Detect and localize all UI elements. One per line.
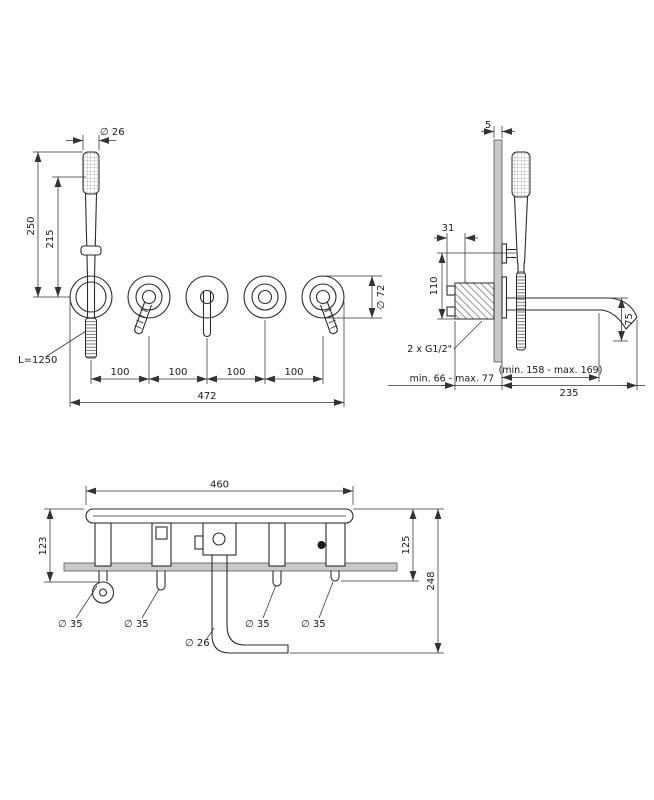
dim-offset-depth: 31 [442, 223, 455, 234]
dim-valve-diameter-4: ∅ 35 [301, 619, 326, 630]
dim-plate-thickness: 5 [485, 120, 491, 131]
dim-height-spacing: 110 [429, 276, 440, 295]
dim-depth-total: 248 [426, 571, 437, 590]
dim-rosette-diameter: ∅ 72 [376, 285, 387, 310]
wall-section [493, 139, 503, 363]
dim-height-holder: 215 [45, 229, 56, 248]
dim-spacing-1: 100 [110, 367, 129, 378]
hand-shower-head [82, 151, 100, 195]
valve-body-1 [94, 522, 112, 567]
valve-body-3 [268, 522, 286, 567]
hand-shower-front [80, 151, 102, 359]
front-view-dimensions: ∅ 26 250 215 ∅ 72 100 100 100 100 472 L=… [18, 127, 387, 407]
wall-plan-section [63, 562, 398, 572]
front-view: ∅ 26 250 215 ∅ 72 100 100 100 100 472 L=… [18, 127, 387, 407]
supply-stub-bottom [446, 306, 456, 317]
concealed-valve-body [454, 282, 495, 320]
note-hose-length: L=1250 [18, 355, 57, 366]
rosette-shower-holder [69, 275, 113, 319]
holder-stem [98, 570, 108, 582]
dim-reach-range: (min. 158 - max. 169) [499, 365, 603, 376]
dim-spout-drop: 75 [624, 313, 635, 326]
spout-pipe-plan [211, 554, 289, 654]
spout-valve-body [202, 522, 237, 556]
holder-rosette-edge [501, 243, 508, 264]
rosette-handle-right [301, 275, 345, 335]
tub-spout [505, 297, 638, 330]
hand-shower-bracket [80, 245, 102, 256]
plan-view: 460 123 125 248 ∅ 35 ∅ 35 ∅ 35 ∅ 35 ∅ 26 [38, 480, 444, 654]
dim-depth-range: min. 66 - max. 77 [410, 374, 494, 385]
valve-stem-2 [156, 570, 166, 591]
hand-shower-head-side [511, 151, 531, 198]
dim-spacing-4: 100 [284, 367, 303, 378]
shower-hose [85, 317, 97, 359]
shower-hose-side [516, 271, 526, 351]
hand-shower-side [511, 151, 531, 351]
dim-total-width: 472 [197, 391, 216, 402]
lever-center [202, 290, 212, 338]
dim-valve-diameter-2: ∅ 35 [124, 619, 149, 630]
rosette-handle-left [127, 275, 171, 335]
supply-stub-top [446, 285, 456, 296]
dim-spacing-3: 100 [226, 367, 245, 378]
plug-dot [317, 541, 326, 549]
rosette-diverter [243, 275, 287, 319]
valve-stem-3 [272, 570, 282, 587]
valve-stem-4 [330, 570, 340, 582]
dim-shower-diameter: ∅ 26 [100, 127, 125, 138]
dim-valve-diameter-1: ∅ 35 [58, 619, 83, 630]
side-view: 5 31 110 75 2 x G1/2" (min. 158 - max. 1… [388, 120, 645, 399]
lever-left [134, 301, 152, 335]
lever-right [320, 301, 338, 335]
dim-spout-pipe-diameter: ∅ 26 [185, 638, 210, 649]
holder-arm [505, 248, 517, 259]
valve-body-4 [325, 522, 346, 567]
plan-view-dimensions: 460 123 125 248 ∅ 35 ∅ 35 ∅ 35 ∅ 35 ∅ 26 [38, 480, 444, 654]
side-view-dimensions: 5 31 110 75 2 x G1/2" (min. 158 - max. 1… [388, 120, 645, 399]
note-connections: 2 x G1/2" [407, 344, 452, 355]
dim-rail-width: 460 [210, 480, 229, 491]
spout-rosette-edge [501, 276, 508, 319]
dim-spacing-2: 100 [168, 367, 187, 378]
dim-valve-diameter-3: ∅ 35 [245, 619, 270, 630]
dim-depth-left: 123 [38, 536, 49, 555]
dim-height-total: 250 [26, 216, 37, 235]
holder-outline-plan [91, 581, 115, 604]
dim-depth-right: 125 [401, 535, 412, 554]
dim-spout-reach: 235 [559, 388, 578, 399]
rosette-center-lever [185, 275, 229, 338]
